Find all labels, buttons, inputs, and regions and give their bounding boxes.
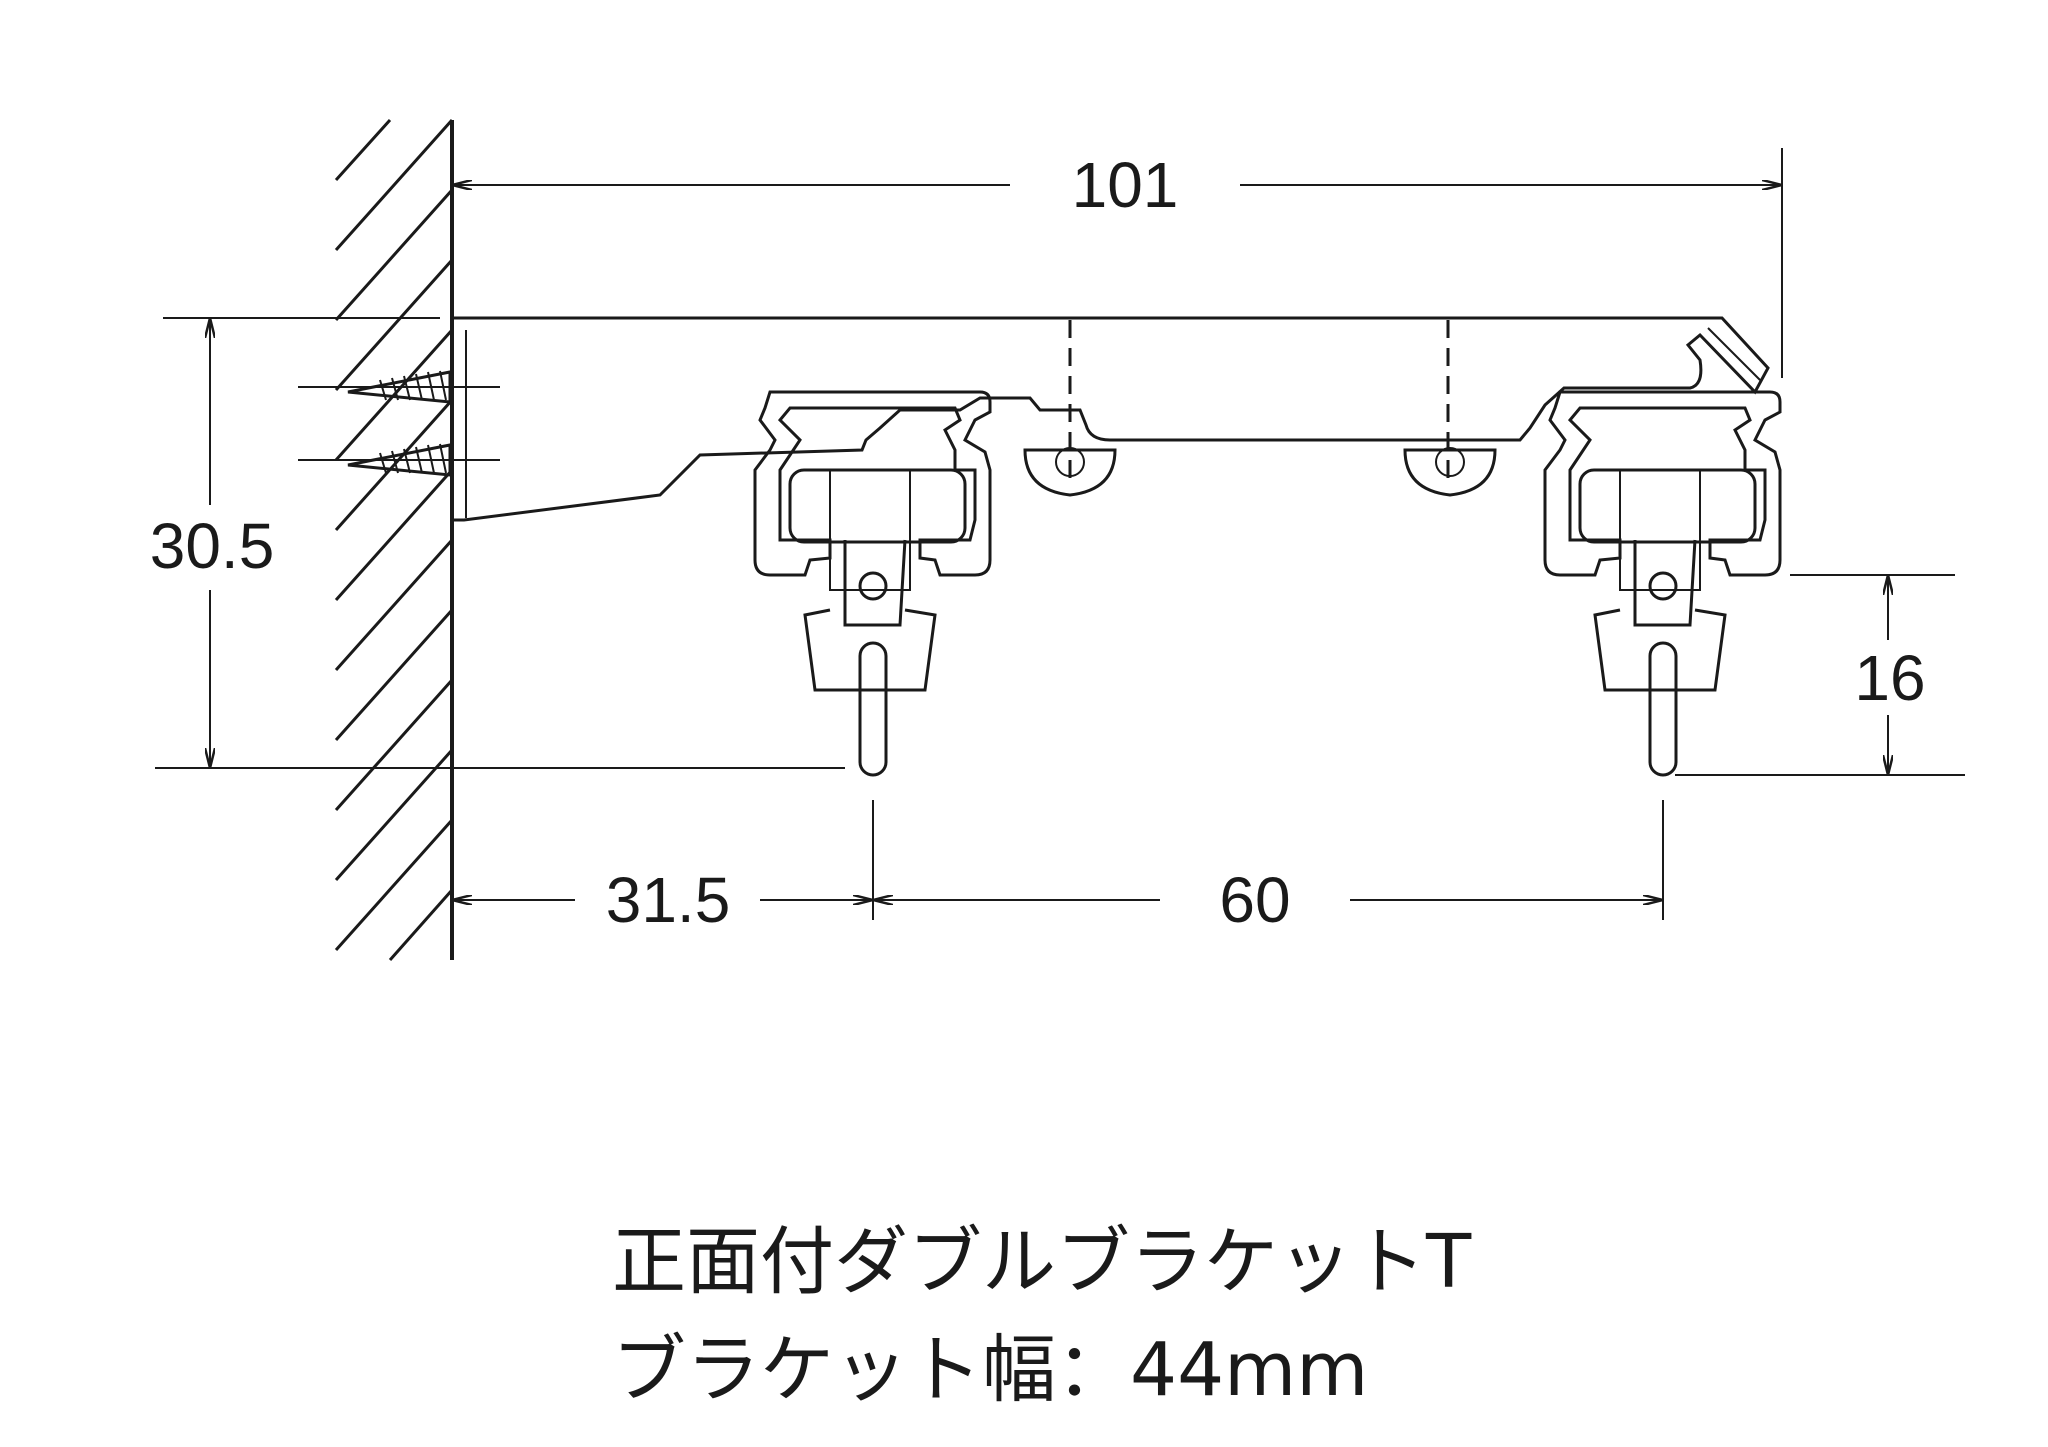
dimension-hook-drop: 16 [1675,574,1965,776]
caption-title: 正面付ダブルブラケットT [612,1219,1472,1305]
bracket-body [450,316,1770,522]
dimension-label-60: 60 [1219,864,1290,936]
screws [298,370,500,477]
caption-width: ブラケット幅：44mm [612,1327,1368,1413]
rail-front [753,390,992,777]
dimension-label-30-5: 30.5 [150,510,275,582]
wall [334,118,454,961]
dimension-label-101: 101 [1072,149,1179,221]
dimension-label-31-5: 31.5 [606,864,731,936]
dimension-label-16: 16 [1854,642,1925,714]
dimension-bottom: 31.5 60 [452,800,1664,936]
rail-back [1543,390,1782,777]
dimension-overall-depth: 101 [452,148,1783,378]
dimension-bracket-height: 30.5 [150,317,845,769]
